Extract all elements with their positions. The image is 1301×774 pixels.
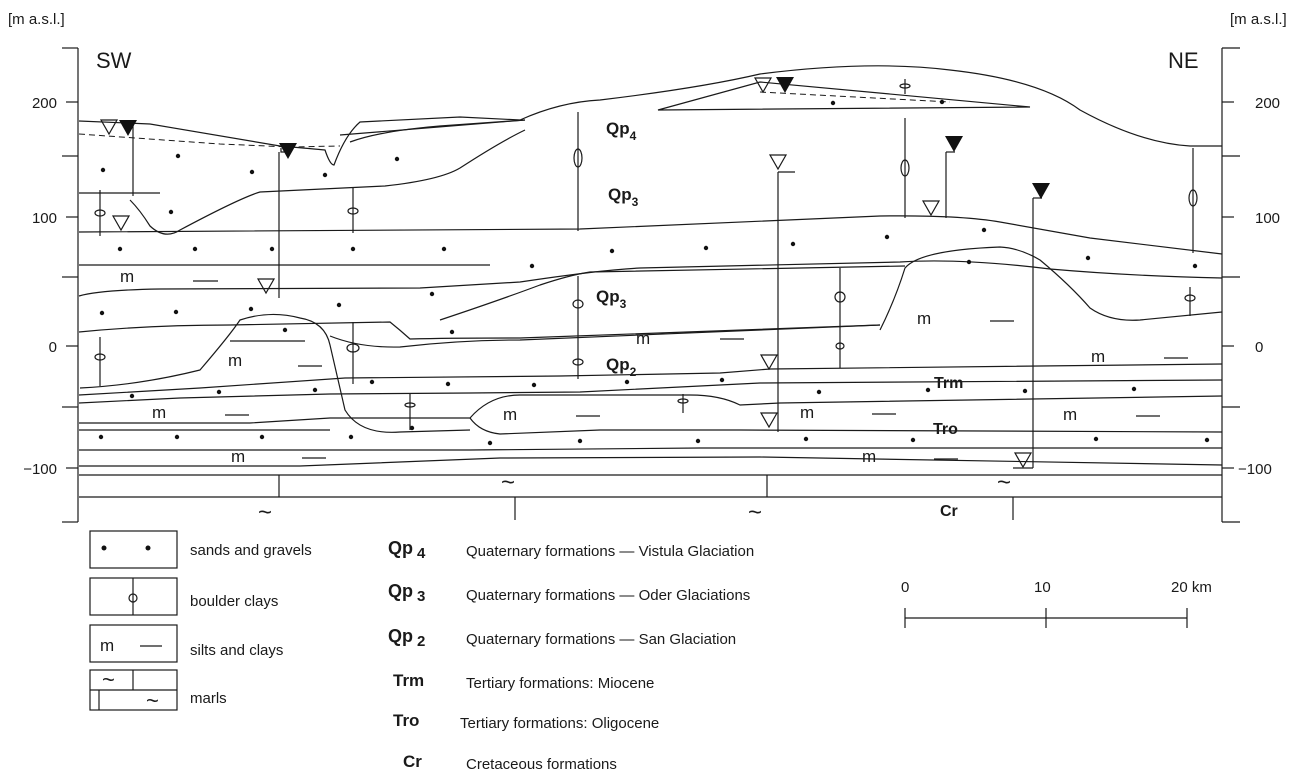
legend-sands-box [89,530,178,569]
silt-mark: m [231,447,245,466]
unit-label-tro: Tertiary formations: Oligocene [460,715,659,732]
unit-label-trm: Tertiary formations: Miocene [466,675,654,692]
unit-label-cr: Cretaceous formations [466,756,617,773]
orientation-ne: NE [1168,48,1199,73]
unit-label-qp2: Quaternary formations — San Glaciation [466,631,736,648]
right-axis-unit: [m a.s.l.] [1230,11,1287,28]
silt-clay-marks: m m m m m m m m m m m [120,267,1188,466]
right-tick-minus-100: −100 [1238,461,1272,478]
silt-mark: m [862,447,876,466]
marl-tilde: ~ [258,499,272,526]
legend-silt-mark: m [100,636,114,655]
water-table-open-icon [768,154,788,171]
orientation-sw: SW [96,48,132,73]
water-table-open-icon [256,278,276,295]
water-table-open-icon [111,215,131,232]
right-tick-0: 0 [1255,339,1263,356]
water-table-open-icon [759,412,779,429]
water-table-open-icon [99,119,119,136]
unit-code-tro: Tro [393,711,419,730]
boreholes [94,79,1198,469]
water-table-open-icon [921,200,941,217]
water-level-markers [99,77,1050,469]
silt-mark: m [503,405,517,424]
unit-code-trm: Trm [393,671,424,690]
silt-mark: m [152,403,166,422]
left-tick-200: 200 [32,95,57,112]
silt-mark: m [800,403,814,422]
label-qp3-upper: Qp3 [608,185,639,209]
marl-tilde: ~ [997,469,1011,496]
right-axis: [m a.s.l.] 200 100 0 −100 [1221,11,1287,523]
legend-label-boulder: boulder clays [190,593,278,610]
left-axis: [m a.s.l.] 200 100 0 −100 [8,11,79,523]
legend-marl-mark: ~ [102,667,115,692]
marl-tilde: ~ [748,499,762,526]
marl-tilde: ~ [501,469,515,496]
left-tick-100: 100 [32,210,57,227]
water-table-filled-icon [1032,183,1050,199]
unit-code-cr: Cr [403,752,422,771]
right-tick-100: 100 [1255,210,1280,227]
legend-label-marls: marls [190,690,227,707]
layer-boundaries [78,65,1223,498]
label-qp2: Qp2 [606,355,637,379]
right-tick-200: 200 [1255,95,1280,112]
ground-surface [78,65,1222,166]
scale-tick-20: 20 km [1171,579,1212,596]
section-unit-labels: Qp4 Qp3 Qp3 Qp2 Trm Tro Cr [596,119,963,520]
water-table-filled-icon [119,120,137,136]
silt-mark: m [1091,347,1105,366]
legend-marl-mark: ~ [146,688,159,713]
label-trm: Trm [934,375,963,392]
legend-label-sands: sands and gravels [190,542,312,559]
left-tick-minus-100: −100 [23,461,57,478]
silt-mark: m [1063,405,1077,424]
label-qp3-lower: Qp3 [596,287,627,311]
water-table-open-icon [759,354,779,371]
legend-label-silts: silts and clays [190,642,283,659]
sand-gravel-dots [98,99,1210,446]
silt-mark: m [228,351,242,370]
unit-label-qp4: Quaternary formations — Vistula Glaciati… [466,543,754,560]
water-table-filled-icon [279,143,297,159]
label-cr: Cr [940,503,958,520]
legend-symbols: sands and gravels boulder clays m silts … [89,530,312,713]
water-table-filled-icon [776,77,794,93]
water-table-open-icon [1013,452,1033,469]
unit-label-qp3: Quaternary formations — Oder Glaciations [466,587,750,604]
silt-mark: m [917,309,931,328]
silt-mark: m [120,267,134,286]
scale-tick-0: 0 [901,579,909,596]
label-qp4: Qp4 [606,119,637,143]
left-axis-unit: [m a.s.l.] [8,11,65,28]
left-tick-0: 0 [49,339,57,356]
water-table-open-icon [753,77,773,94]
scale-bar: 0 10 20 km [901,579,1212,628]
silt-mark: m [636,329,650,348]
marl-marks: ~ ~ ~ ~ [258,469,1014,526]
scale-tick-10: 10 [1034,579,1051,596]
legend-silts-box [89,624,178,663]
label-tro: Tro [933,421,958,438]
water-table-filled-icon [945,136,963,152]
